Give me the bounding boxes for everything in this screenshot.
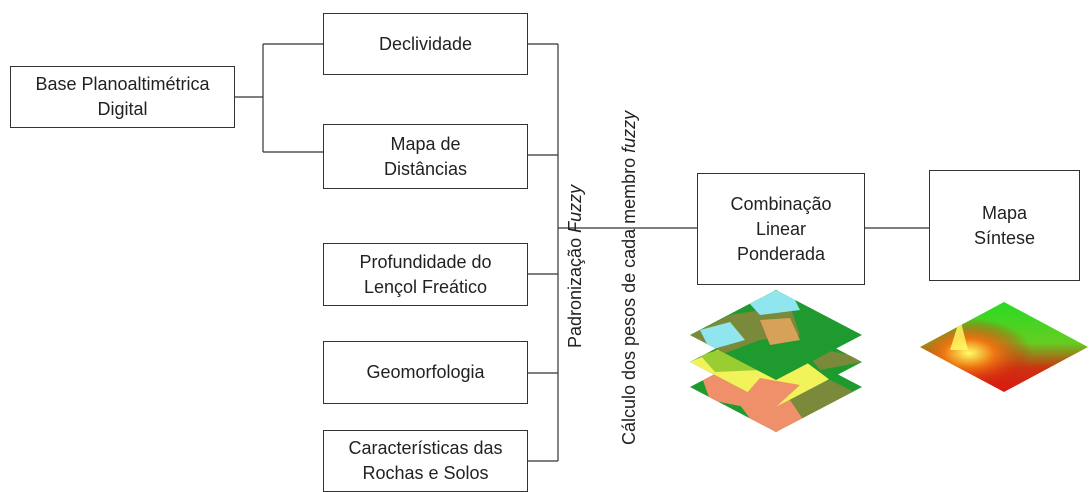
box-base-planoaltimetrica-label: Base Planoaltimétrica Digital (35, 74, 210, 119)
box-mapa-distancias: Mapa de Distâncias (323, 124, 528, 189)
box-caracteristicas-rochas-solos: Características das Rochas e Solos (323, 430, 528, 492)
box-declividade-label: Declividade (378, 33, 473, 54)
connector-lines (235, 43, 929, 462)
box-profundidade-lencol-label: Profundidade do Lençol Freático (359, 251, 492, 297)
label-padronizacao-italic: Fuzzy (565, 184, 585, 233)
label-padronizacao-fuzzy: Padronização Fuzzy (565, 185, 586, 348)
box-declividade: Declividade (323, 13, 528, 75)
box-combinacao-linear-ponderada-label: Combinação Linear Ponderada (730, 193, 832, 264)
label-calculo-text: Cálculo dos pesos de cada membro (619, 152, 639, 445)
label-calculo-italic: fuzzy (619, 110, 639, 153)
box-geomorfologia: Geomorfologia (323, 341, 528, 404)
box-mapa-sintese-label: Mapa Síntese (973, 202, 1036, 248)
fuzzy-layers-illustration (690, 290, 862, 432)
label-padronizacao-text: Padronização (565, 232, 585, 348)
box-base-planoaltimetrica: Base Planoaltimétrica Digital (10, 66, 235, 128)
box-geomorfologia-label: Geomorfologia (366, 362, 485, 382)
synthesis-map-illustration (920, 302, 1088, 392)
box-caracteristicas-rochas-solos-label: Características das Rochas e Solos (348, 438, 503, 483)
box-mapa-distancias-label: Mapa de Distâncias (383, 133, 468, 179)
box-combinacao-linear-ponderada: Combinação Linear Ponderada (697, 173, 865, 285)
layer-top (690, 290, 862, 380)
box-mapa-sintese: Mapa Síntese (929, 170, 1080, 281)
box-profundidade-lencol: Profundidade do Lençol Freático (323, 243, 528, 306)
label-calculo-pesos: Cálculo dos pesos de cada membro fuzzy (619, 111, 640, 445)
